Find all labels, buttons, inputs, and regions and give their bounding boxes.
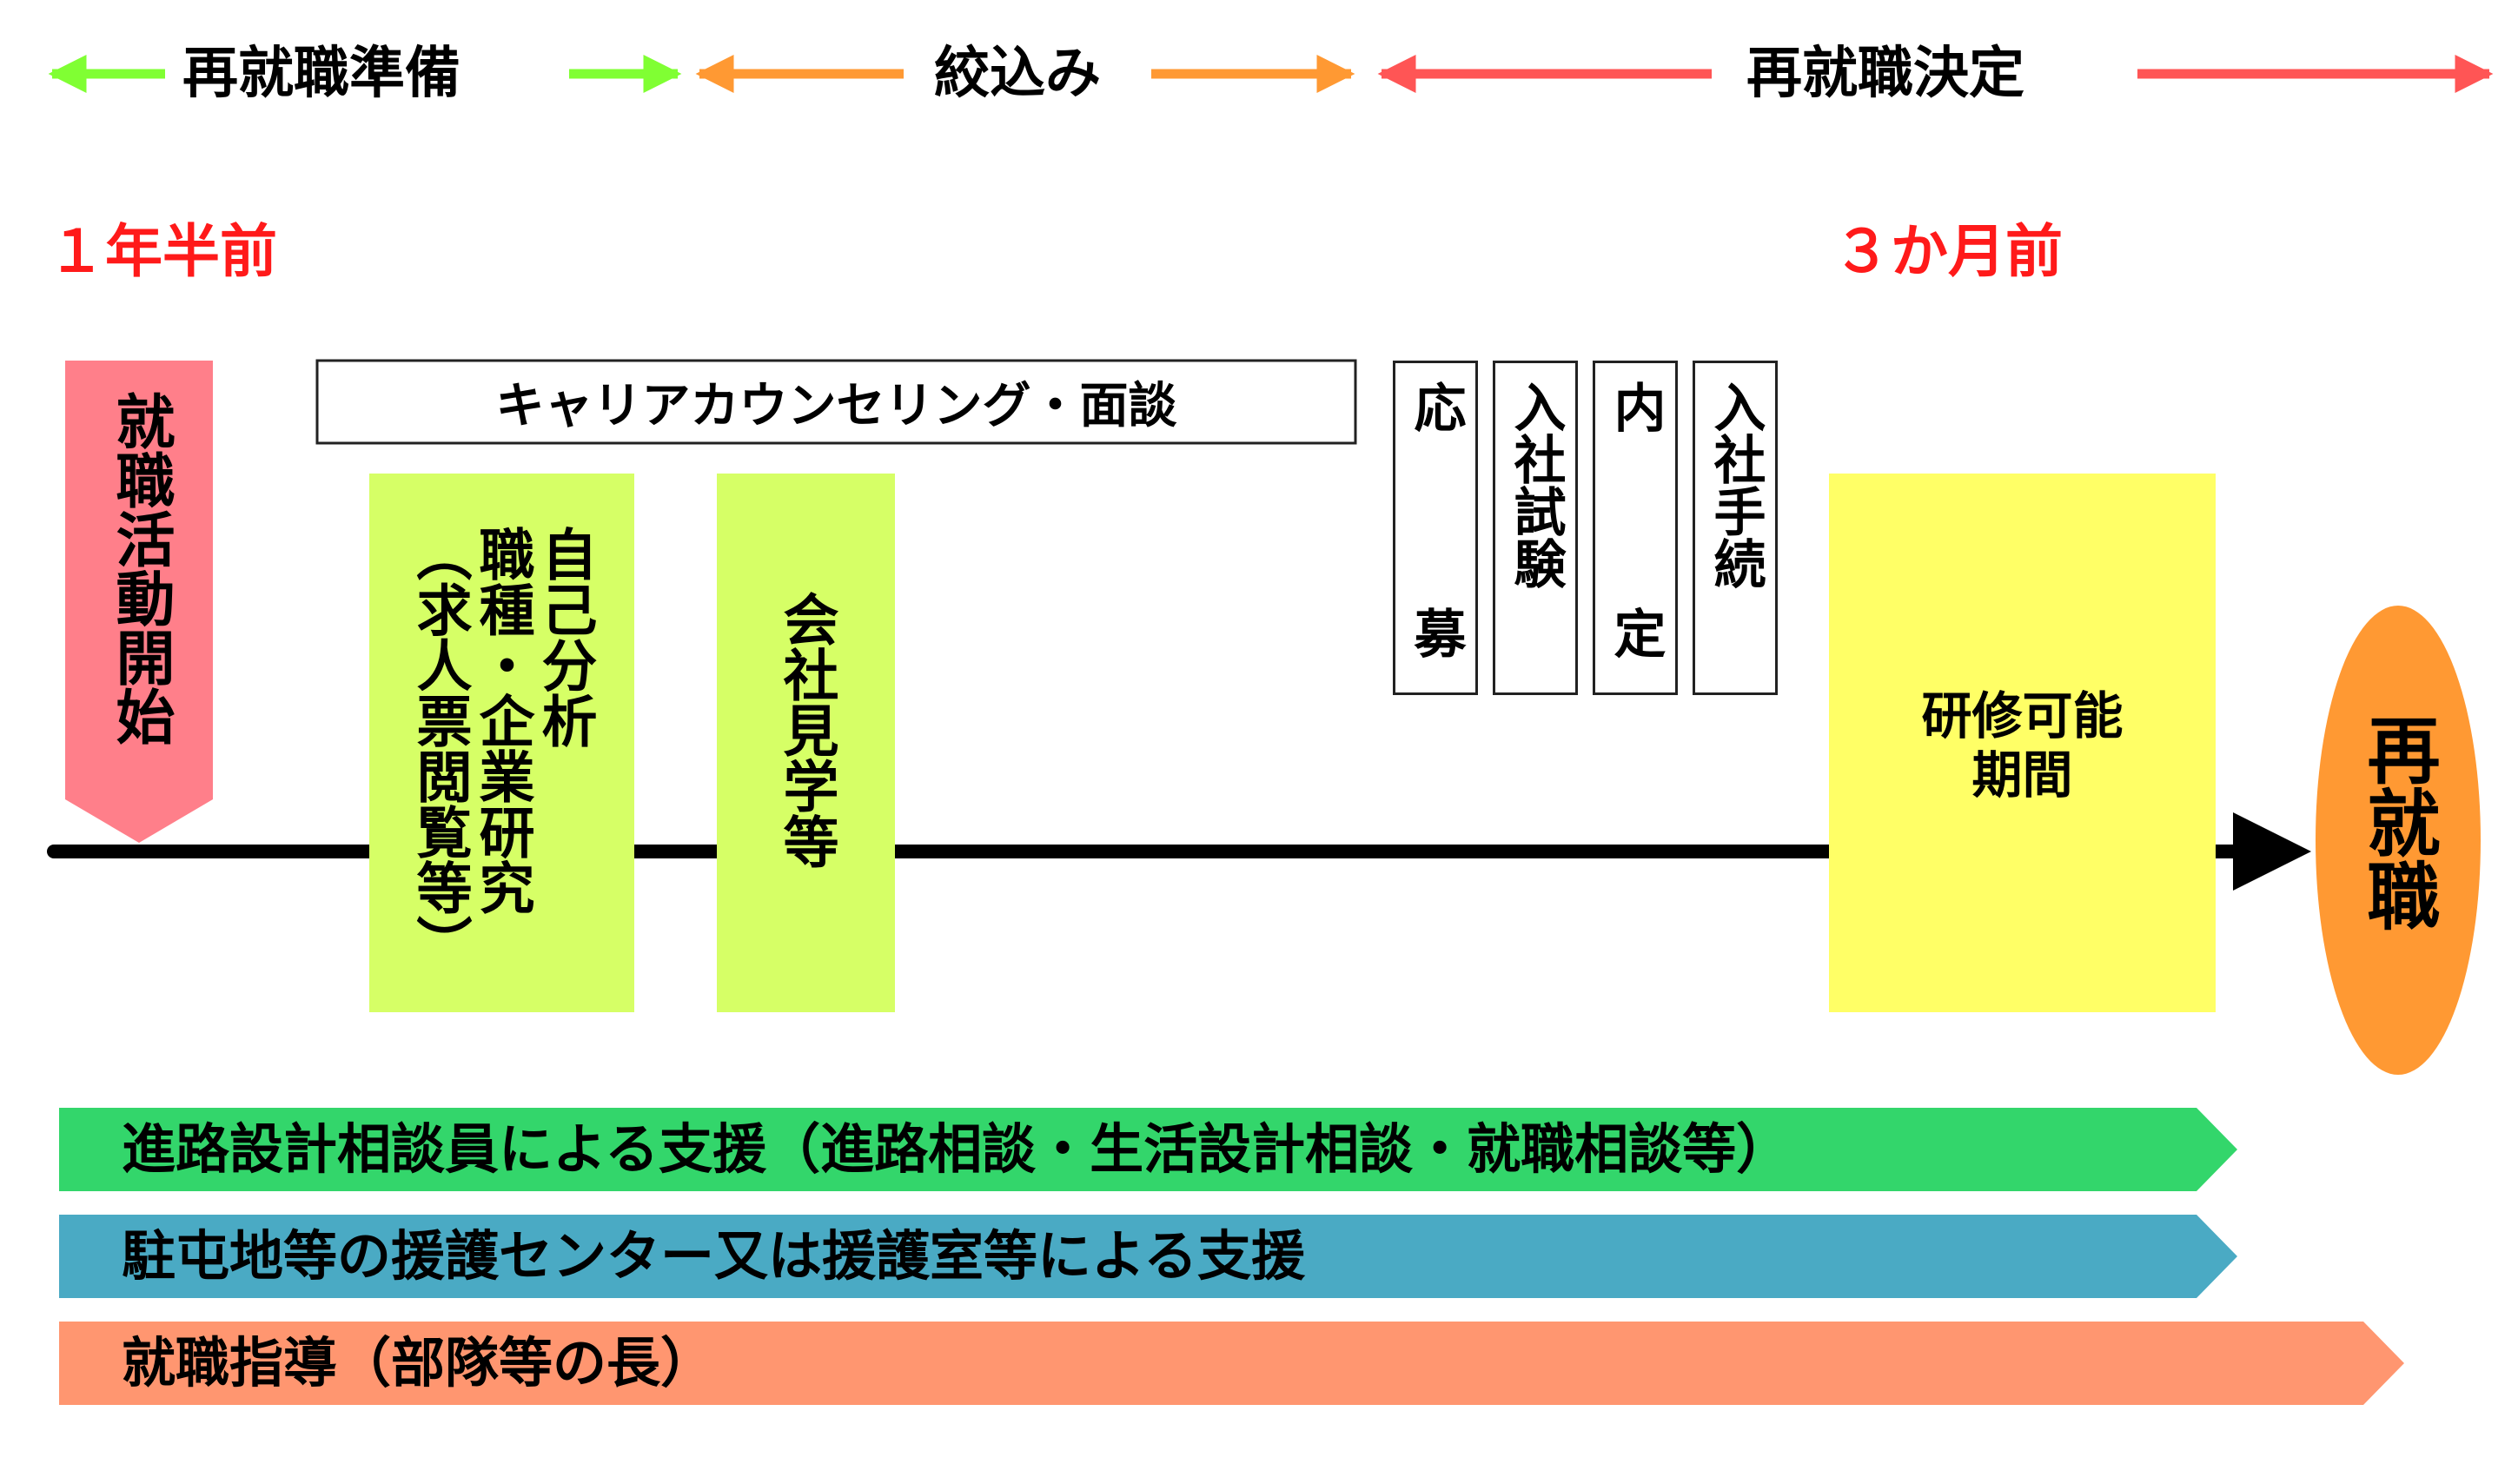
time-start-label: １年半前	[48, 218, 277, 285]
self-analysis-col1: 自己分析	[532, 526, 597, 748]
support-planning-label: 進路設計相談員による支援（進路相談・生活設計相談・就職相談等）	[122, 1117, 1791, 1181]
step-offer-label: 内定	[1605, 381, 1666, 659]
phase-decision-label: 再就職決定	[1746, 42, 2024, 106]
self-analysis-box	[369, 474, 634, 1012]
phase-preparation-label: 再就職準備	[182, 42, 461, 106]
step-entrance-exam-label: 入社試験	[1505, 381, 1566, 589]
support-guidance-label: 就職指導（部隊等の長）	[122, 1331, 715, 1395]
goal-ellipse	[2316, 606, 2481, 1075]
phase-narrowing-label: 絞込み	[934, 42, 1101, 106]
goal-label: 再就職	[2356, 712, 2441, 931]
support-band-center	[59, 1215, 2237, 1298]
company-visit-box	[717, 474, 895, 1012]
training-label-line2: 期間	[1971, 745, 2073, 805]
step-application-box: 応募	[1393, 361, 1478, 695]
start-activity-label: 就職活動開始	[105, 391, 174, 745]
support-band-planning	[59, 1108, 2237, 1191]
self-analysis-col2: 職種・企業研究	[469, 526, 534, 915]
step-application-label: 応募	[1405, 381, 1466, 659]
company-visit-label: 会社見学等	[773, 591, 838, 869]
time-three-months-label: ３か月前	[1833, 218, 2063, 285]
training-label-line1: 研修可能	[1921, 686, 2124, 745]
goal-label-wrap: 再就職	[2316, 712, 2481, 973]
self-analysis-label-wrap: 自己分析 職種・企業研究 （求人票閲覧等）	[382, 526, 621, 995]
training-label: 研修可能 期間	[1829, 686, 2216, 805]
step-onboarding-box: 入社手続	[1693, 361, 1778, 695]
counseling-box	[315, 359, 1357, 445]
support-band-guidance	[59, 1322, 2404, 1405]
step-onboarding-label: 入社手続	[1705, 381, 1766, 589]
counseling-label: キャリアカウンセリング・面談	[495, 378, 1177, 434]
self-analysis-col3: （求人票閲覧等）	[407, 526, 472, 971]
company-visit-label-wrap: 会社見学等	[717, 591, 895, 990]
step-offer-box: 内定	[1593, 361, 1678, 695]
training-box	[1829, 474, 2216, 1012]
support-center-label: 駐屯地等の援護センター又は援護室等による支援	[122, 1224, 1306, 1288]
step-entrance-exam-box: 入社試験	[1493, 361, 1578, 695]
start-activity-shape	[65, 361, 213, 843]
timeline-arrowhead	[2233, 812, 2311, 891]
start-activity-label-wrap: 就職活動開始	[65, 391, 213, 799]
